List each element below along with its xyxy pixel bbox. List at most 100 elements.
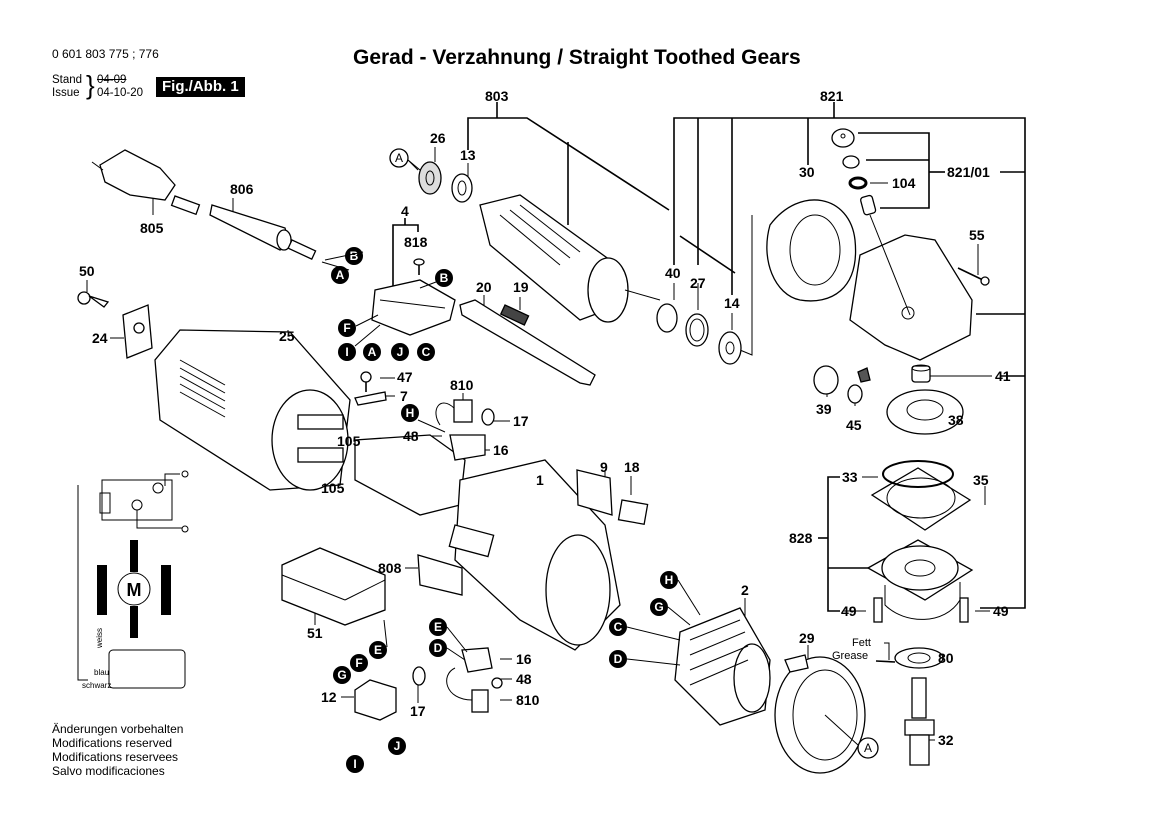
- label-20: 20: [476, 279, 492, 295]
- grease-note-en: Grease: [832, 650, 868, 662]
- part-screw-50: [77, 291, 110, 308]
- part-grinding-spindle-32: [904, 677, 935, 766]
- svg-text:J: J: [394, 739, 401, 753]
- part-brush-holder-16-bottom: [461, 647, 493, 673]
- part-spring-19: [499, 304, 530, 326]
- callout-e-module: E: [369, 641, 387, 659]
- part-cord-clamp: [122, 304, 153, 359]
- part-field-coil: [674, 607, 771, 726]
- label-16-top: 16: [493, 442, 509, 458]
- label-16-bottom: 16: [516, 651, 532, 667]
- part-brush-spring-17-top: [481, 408, 495, 426]
- callout-a-white-top: A: [389, 148, 409, 168]
- old-date: 04-09: [97, 74, 127, 86]
- part-type-plate-808: [417, 554, 463, 596]
- part-wheel-guard: [766, 199, 857, 302]
- figure-badge: Fig./Abb. 1: [156, 77, 245, 97]
- svg-text:B: B: [440, 271, 449, 285]
- label-17-top: 17: [513, 413, 529, 429]
- callout-g-coil: G: [650, 598, 668, 616]
- issue-date: 04-10-20: [97, 87, 144, 99]
- label-51: 51: [307, 625, 323, 641]
- motor-symbol-label: M: [127, 580, 142, 600]
- label-27: 27: [690, 275, 706, 291]
- part-brush-holder-assembly: [371, 279, 456, 336]
- part-retaining-ring: [656, 303, 678, 333]
- label-810-bottom: 810: [516, 692, 540, 708]
- callout-h-coil: H: [660, 571, 678, 589]
- label-105-b: 105: [321, 480, 345, 496]
- label-55: 55: [969, 227, 985, 243]
- label-41: 41: [995, 368, 1011, 384]
- note-es: Salvo modificaciones: [52, 764, 165, 778]
- svg-text:E: E: [434, 620, 442, 634]
- part-nameplate-9: [576, 469, 613, 516]
- part-bearing-seal: [418, 161, 442, 195]
- label-7: 7: [400, 388, 408, 404]
- label-9: 9: [600, 459, 608, 475]
- callout-leaders: [321, 159, 859, 746]
- label-803: 803: [485, 88, 509, 104]
- callout-j-capacitor: J: [388, 737, 406, 755]
- part-screw-818: [413, 258, 425, 275]
- label-105-a: 105: [337, 433, 361, 449]
- label-38: 38: [948, 412, 964, 428]
- bracket-4: [392, 218, 419, 290]
- callout-f-module: F: [350, 654, 368, 672]
- callout-a-cord: A: [331, 266, 349, 284]
- label-30: 30: [799, 164, 815, 180]
- svg-text:G: G: [337, 668, 346, 682]
- part-armature: [479, 194, 661, 323]
- label-32: 32: [938, 732, 954, 748]
- part-bevel-gear-38: [886, 389, 964, 435]
- label-50: 50: [79, 263, 95, 279]
- part-pinion-39: [813, 365, 839, 395]
- label-821-01: 821/01: [947, 164, 990, 180]
- svg-text:H: H: [406, 406, 415, 420]
- svg-text:J: J: [397, 345, 404, 359]
- grease-arrow: [875, 642, 896, 663]
- label-17-bottom: 17: [410, 703, 426, 719]
- part-ball-bearing-rear: [451, 173, 473, 203]
- part-nut-45: [847, 367, 871, 404]
- svg-text:F: F: [355, 656, 362, 670]
- label-49-right: 49: [993, 603, 1009, 619]
- callout-e-brush: E: [429, 618, 447, 636]
- issue-dates: 04-09 04-10-20: [97, 74, 143, 100]
- grease-note-de: Fett: [852, 637, 871, 649]
- bracket-821-01: [858, 132, 945, 209]
- part-screw-47-clamp-7: [354, 371, 387, 406]
- label-24: 24: [92, 330, 108, 346]
- label-19: 19: [513, 279, 529, 295]
- label-2: 2: [741, 582, 749, 598]
- note-fr: Modifications reservees: [52, 750, 179, 764]
- callout-c-coil: C: [609, 618, 627, 636]
- svg-text:G: G: [654, 600, 663, 614]
- part-power-plug: [91, 149, 201, 216]
- stand-label: Stand: [52, 74, 83, 86]
- svg-text:A: A: [395, 151, 403, 165]
- label-49-left: 49: [841, 603, 857, 619]
- modifications-notice: Änderungen vorbehalten Modifications res…: [52, 722, 183, 778]
- part-felt-ring-80: [894, 647, 944, 669]
- part-number-labels: 803 821 821/01 26 13 806 805 4 818 30 10…: [79, 88, 1011, 748]
- part-screw-48-bottom: [491, 677, 503, 689]
- svg-text:A: A: [336, 268, 345, 282]
- label-48-bottom: 48: [516, 671, 532, 687]
- label-4: 4: [401, 203, 409, 219]
- label-39: 39: [816, 401, 832, 417]
- label-805: 805: [140, 220, 164, 236]
- label-80: 80: [938, 650, 954, 666]
- issue-label: Issue: [52, 87, 80, 99]
- part-housing-cover: [154, 329, 351, 491]
- part-gasket-35: [870, 467, 972, 531]
- label-810-top: 810: [450, 377, 474, 393]
- part-switch-rod: [459, 299, 596, 386]
- label-33: 33: [842, 469, 858, 485]
- callout-d-brush: D: [429, 639, 447, 657]
- callout-markers: A A B A B F I A J C H E F G I J E D H G …: [331, 148, 879, 773]
- label-29: 29: [799, 630, 815, 646]
- part-spindle-lock-kit: [831, 128, 877, 216]
- bracket-828: [818, 476, 878, 612]
- label-25: 25: [279, 328, 295, 344]
